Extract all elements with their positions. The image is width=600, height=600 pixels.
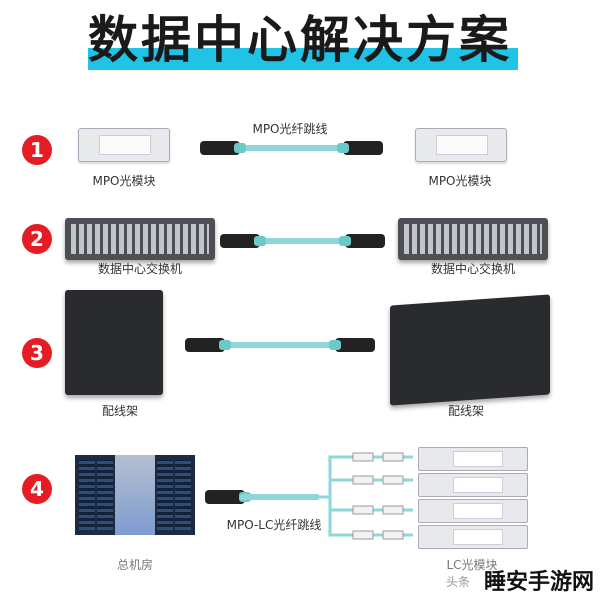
row2-plug-left (220, 234, 266, 248)
lc-module-stack (418, 447, 528, 549)
watermark: 睡安手游网 (483, 570, 594, 595)
row2-left-label: 数据中心交换机 (97, 262, 182, 276)
patch-panel-right (390, 294, 550, 406)
row1-left-label: MPO光模块 (92, 174, 156, 188)
mpo-module-left (78, 128, 170, 162)
step-badge-3: 3 (22, 338, 52, 368)
row2-cable (250, 238, 350, 244)
row1-cable-label: MPO光纤跳线 (252, 122, 328, 136)
row1-plug-right (337, 141, 383, 155)
row3-right-label: 配线架 (447, 404, 484, 418)
mpo-module-right (415, 128, 507, 162)
title-underline (88, 48, 518, 70)
row3-plug-left (185, 338, 231, 352)
row3-cable (215, 342, 345, 348)
step-badge-1: 1 (22, 135, 52, 165)
row3-plug-right (329, 338, 375, 352)
step-badge-4: 4 (22, 474, 52, 504)
row4-plug (205, 490, 251, 504)
row4-right-label: LC光模块 (446, 558, 498, 572)
watermark-small: 头条 (446, 575, 471, 589)
fanout-cables (320, 452, 413, 540)
row1-plug-left (200, 141, 246, 155)
row3-left-label: 配线架 (101, 404, 138, 418)
step-badge-2: 2 (22, 224, 52, 254)
switch-left (65, 218, 215, 260)
row2-plug-right (339, 234, 385, 248)
row4-left-label: 总机房 (116, 558, 153, 572)
row2-right-label: 数据中心交换机 (430, 262, 515, 276)
title-area: 数据中心解决方案 (0, 0, 600, 95)
page-title: 数据中心解决方案 (88, 11, 512, 69)
row4-cable (240, 494, 320, 500)
server-room-image (75, 455, 195, 535)
row1-right-label: MPO光模块 (428, 174, 492, 188)
switch-right (398, 218, 548, 260)
row1-cable (235, 145, 345, 151)
row4-cable-label: MPO-LC光纤跳线 (226, 518, 322, 532)
patch-panel-left (65, 290, 163, 395)
